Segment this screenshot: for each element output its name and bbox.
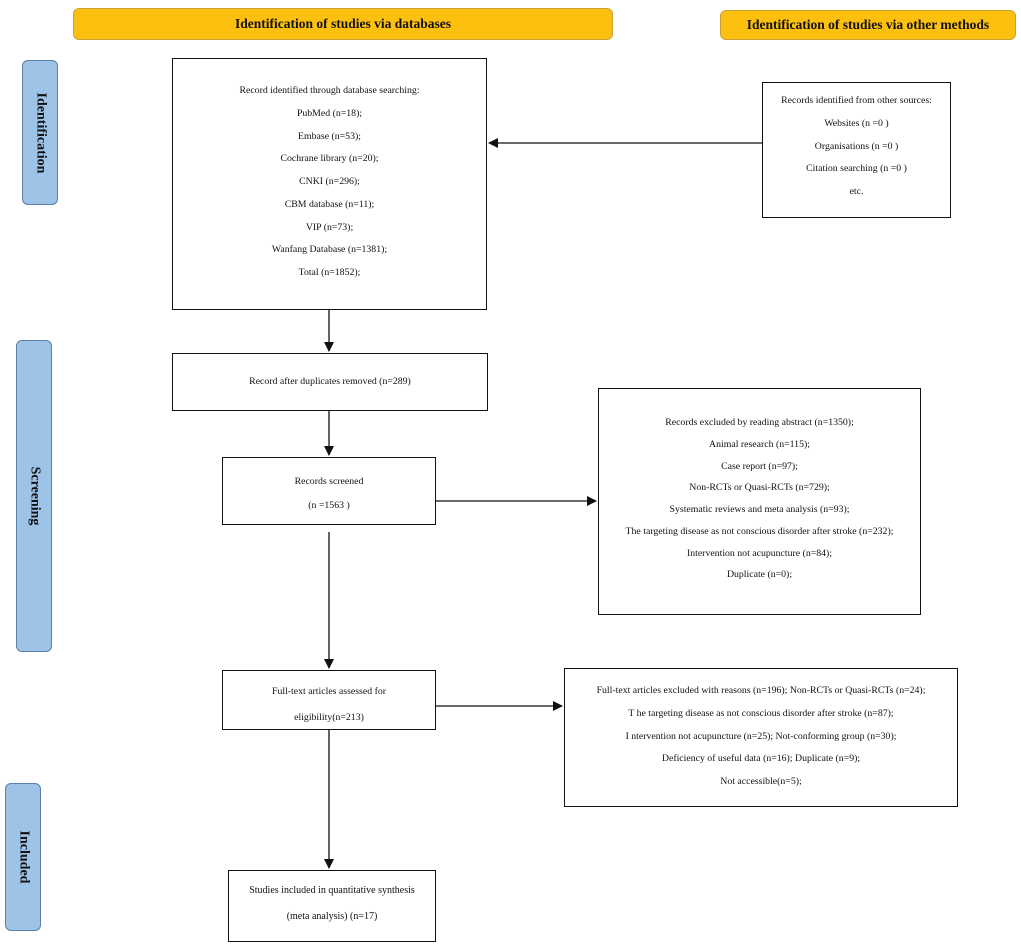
fulltext-assessed-box: Full-text articles assessed for eligibil… (222, 670, 436, 730)
database-records-line: Wanfang Database (n=1381); (271, 244, 388, 256)
studies-included-line1: Studies included in quantitative synthes… (249, 885, 415, 896)
excluded-abstract-line: Case report (n=97); (721, 460, 798, 472)
database-records-line: Total (n=1852); (298, 267, 361, 278)
fulltext-assessed-line1: Full-text articles assessed for (272, 686, 386, 697)
database-records-line: PubMed (n=18); (296, 107, 363, 119)
studies-included-box: Studies included in quantitative synthes… (228, 870, 436, 942)
other-sources-line: Websites (n =0 ) (824, 117, 889, 129)
excluded-abstract-line: The targeting disease as not conscious d… (625, 525, 894, 537)
excluded-abstract-line: Animal research (n=115); (709, 438, 810, 450)
excluded-abstract-box: Records excluded by reading abstract (n=… (598, 388, 921, 615)
studies-included-line2: (meta analysis) (n=17) (286, 911, 378, 922)
stage-included: Included (5, 783, 41, 931)
duplicates-removed-box: Record after duplicates removed (n=289) (172, 353, 488, 411)
fulltext-assessed-line2: eligibility(n=213) (294, 711, 364, 723)
other-sources-line: Organisations (n =0 ) (814, 140, 899, 152)
header-other-methods: Identification of studies via other meth… (720, 10, 1016, 40)
excluded-abstract-line: Intervention not acupuncture (n=84); (686, 547, 833, 559)
database-records-line: CBM database (n=11); (284, 198, 375, 210)
fulltext-excluded-line: Deficiency of useful data (n=16); Duplic… (661, 753, 861, 765)
database-records-line: Cochrane library (n=20); (280, 153, 379, 165)
stage-identification: Identification (22, 60, 58, 205)
other-sources-title: Records identified from other sources: (781, 95, 932, 106)
database-records-line: CNKI (n=296); (299, 176, 360, 187)
database-records-box: Record identified through database searc… (172, 58, 487, 310)
stage-screening: Screening (16, 340, 52, 652)
fulltext-excluded-line: Full-text articles excluded with reasons… (596, 685, 926, 696)
excluded-abstract-line: Records excluded by reading abstract (n=… (665, 417, 854, 428)
excluded-abstract-line: Duplicate (n=0); (726, 569, 793, 581)
duplicates-removed-text: Record after duplicates removed (n=289) (249, 376, 411, 388)
other-sources-line: etc. (849, 186, 864, 197)
excluded-abstract-line: Systematic reviews and meta analysis (n=… (669, 504, 850, 515)
fulltext-excluded-line: I ntervention not acupuncture (n=25); No… (625, 730, 897, 742)
excluded-abstract-line: Non-RCTs or Quasi-RCTs (n=729); (689, 482, 830, 494)
records-screened-count: (n =1563 ) (308, 499, 350, 511)
fulltext-excluded-box: Full-text articles excluded with reasons… (564, 668, 958, 807)
database-records-line: Embase (n=53); (298, 130, 361, 142)
fulltext-excluded-line: Not accessible(n=5); (720, 776, 802, 787)
database-records-title: Record identified through database searc… (239, 85, 420, 96)
records-screened-title: Records screened (294, 476, 364, 487)
other-sources-box: Records identified from other sources: W… (762, 82, 951, 218)
records-screened-box: Records screened (n =1563 ) (222, 457, 436, 525)
header-databases: Identification of studies via databases (73, 8, 613, 40)
database-records-line: VIP (n=73); (305, 221, 354, 233)
fulltext-excluded-line: T he targeting disease as not conscious … (628, 707, 894, 719)
other-sources-line: Citation searching (n =0 ) (806, 163, 907, 175)
